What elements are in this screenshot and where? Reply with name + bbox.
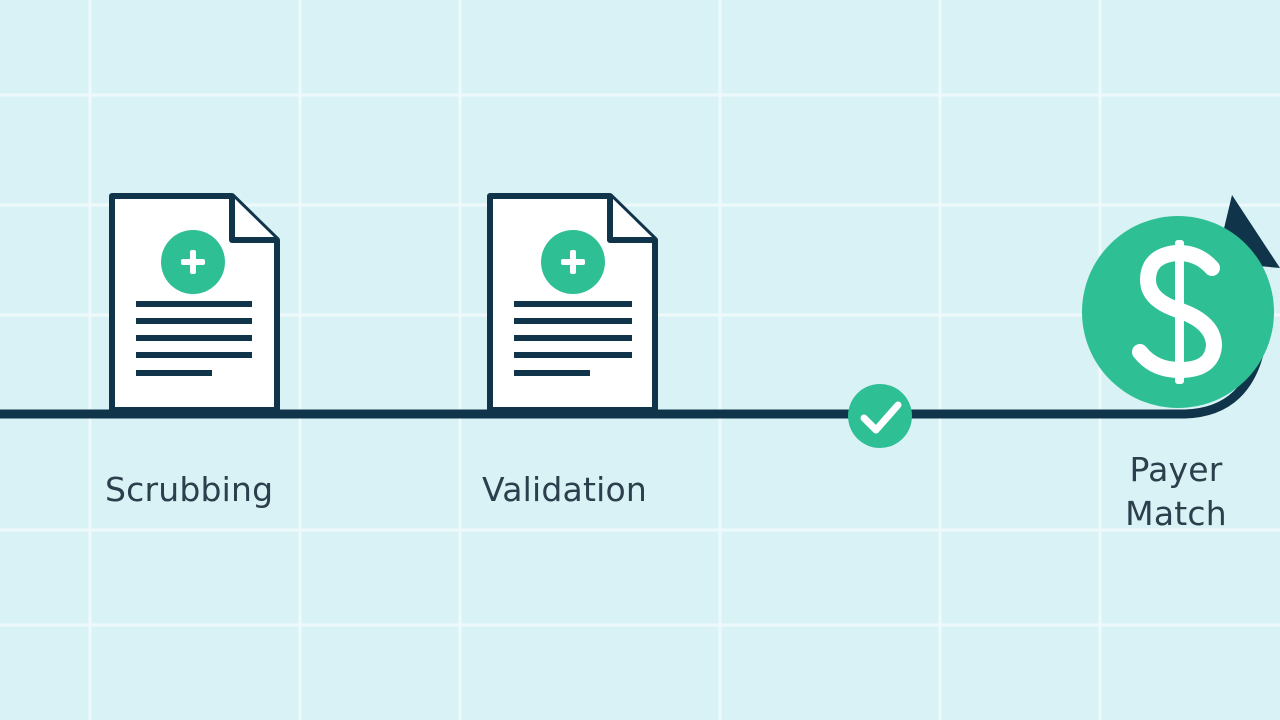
checkmark-circle-icon — [848, 384, 912, 448]
step-label-payer-match: Payer Match — [1120, 448, 1232, 536]
document-icon-validation — [487, 193, 658, 413]
step-label-payer: Payer — [1129, 450, 1223, 489]
step-label-scrubbing: Scrubbing — [105, 470, 274, 509]
document-text-lines — [514, 301, 632, 376]
step-label-validation: Validation — [482, 470, 647, 509]
plus-circle-icon — [541, 230, 605, 294]
document-icon-scrubbing — [109, 193, 280, 413]
plus-circle-icon — [161, 230, 225, 294]
dollar-circle-icon — [1082, 216, 1274, 408]
document-text-lines — [136, 301, 252, 376]
step-label-match: Match — [1125, 494, 1227, 533]
